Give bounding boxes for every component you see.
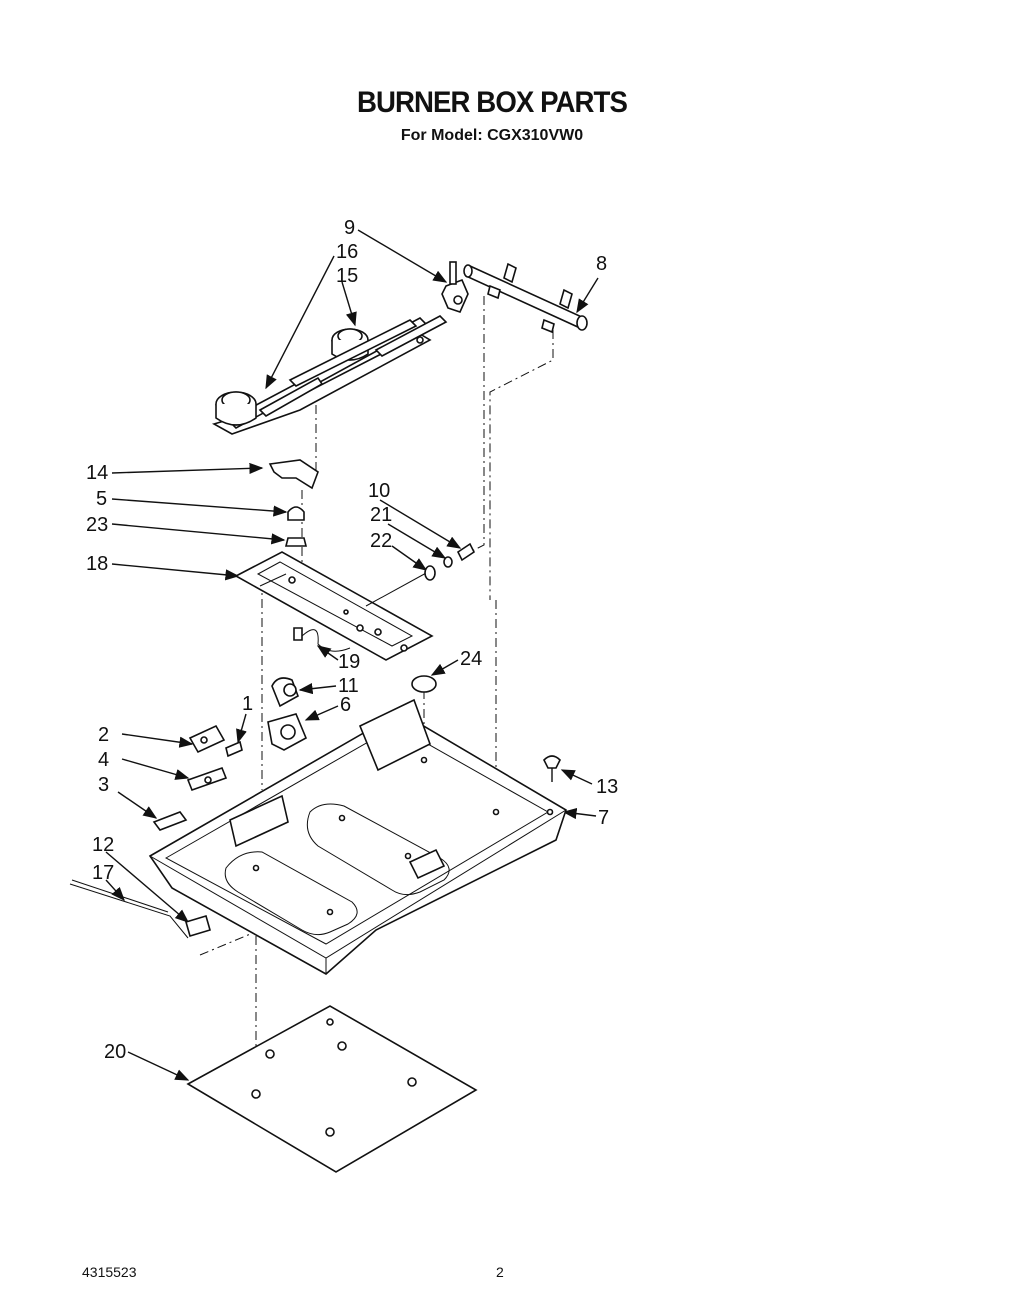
callout-10: 10 xyxy=(368,480,390,502)
leader-lines xyxy=(105,229,599,1081)
callout-9: 9 xyxy=(344,217,355,239)
callout-24: 24 xyxy=(460,648,482,670)
callout-1: 1 xyxy=(242,693,253,715)
callout-13: 13 xyxy=(596,776,618,798)
callout-3: 3 xyxy=(98,774,109,796)
callout-4: 4 xyxy=(98,749,109,771)
callout-22: 22 xyxy=(370,530,392,552)
document-number: 4315523 xyxy=(82,1264,137,1280)
callout-12: 12 xyxy=(92,834,114,856)
burner-base-plate xyxy=(234,551,434,661)
callout-15: 15 xyxy=(336,265,358,287)
bottom-panel xyxy=(186,1005,478,1173)
screw xyxy=(543,755,561,782)
page-title: BURNER BOX PARTS xyxy=(357,86,628,119)
callout-7: 7 xyxy=(598,807,609,829)
callout-17: 17 xyxy=(92,862,114,884)
callout-18: 18 xyxy=(86,553,108,575)
pipe-fittings xyxy=(365,542,476,607)
callout-14: 14 xyxy=(86,462,108,484)
model-subtitle: For Model: CGX310VW0 xyxy=(400,127,584,144)
callout-5: 5 xyxy=(96,488,107,510)
igniter-wire xyxy=(69,879,211,939)
callout-16: 16 xyxy=(336,241,358,263)
callout-23: 23 xyxy=(86,514,108,536)
callout-19: 19 xyxy=(338,651,360,673)
surface-burners xyxy=(211,315,448,435)
burner-box xyxy=(148,698,567,975)
hole-plug xyxy=(411,675,437,693)
mounting-clips xyxy=(152,724,243,831)
callout-2: 2 xyxy=(98,724,109,746)
callout-21: 21 xyxy=(370,504,392,526)
callout-20: 20 xyxy=(104,1041,126,1063)
manifold-pipe xyxy=(463,262,588,334)
electrode-wire xyxy=(293,627,351,652)
burner-valve xyxy=(441,261,469,313)
pressure-regulator xyxy=(267,677,308,751)
page-number: 2 xyxy=(496,1264,504,1280)
burner-bracket xyxy=(268,459,319,490)
callout-8: 8 xyxy=(596,253,607,275)
callout-6: 6 xyxy=(340,694,351,716)
orifice-and-nut xyxy=(284,506,308,547)
callout-11: 11 xyxy=(338,675,359,697)
